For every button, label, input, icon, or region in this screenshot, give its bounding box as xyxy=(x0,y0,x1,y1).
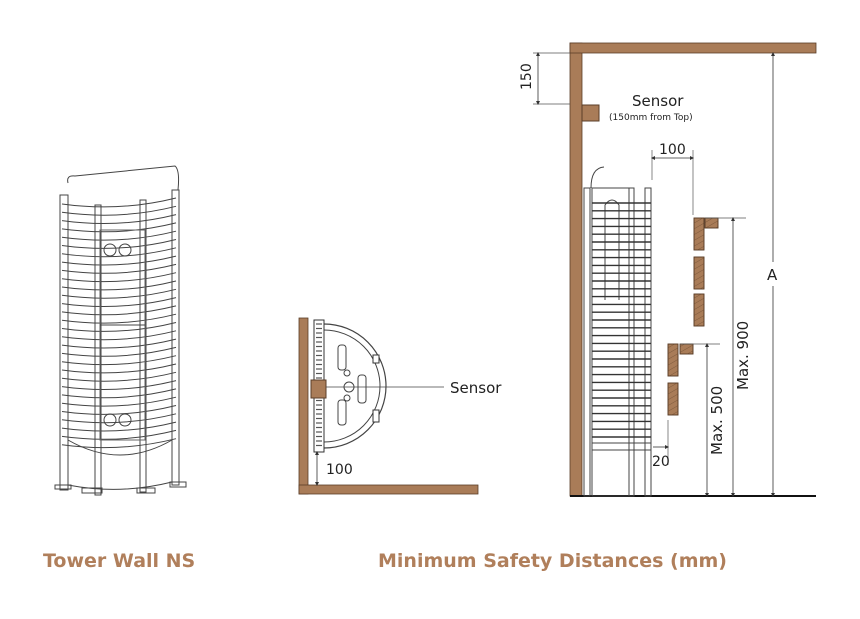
sensor-box-side xyxy=(581,104,600,122)
heater-bar xyxy=(61,247,177,258)
heater-side-view xyxy=(583,166,652,497)
heater-bar xyxy=(61,205,177,216)
heater-bar xyxy=(61,313,177,324)
heater-bar xyxy=(61,388,177,399)
heater-bar xyxy=(61,371,177,382)
max-500-label: Max. 500 xyxy=(708,386,726,455)
heater-bar xyxy=(61,255,177,266)
top-sensor-label: Sensor xyxy=(450,379,502,397)
heater-bar xyxy=(61,197,177,208)
tower-heater-illustration xyxy=(54,165,187,496)
heater-bar xyxy=(61,330,177,341)
heater-top-view xyxy=(323,323,387,449)
front-distance: 100 xyxy=(659,142,686,158)
side-wall xyxy=(569,42,583,497)
heater-bar xyxy=(61,396,177,407)
caption-tower-wall-ns: Tower Wall NS xyxy=(43,550,196,572)
heater-bar xyxy=(61,322,177,332)
ceiling xyxy=(569,42,817,54)
heater-bar xyxy=(61,421,177,432)
heater-bar xyxy=(61,363,177,374)
heater-bar xyxy=(61,280,177,291)
top-view-diagram: Sensor 100 xyxy=(298,317,502,495)
side-view-diagram: Sensor (150mm from Top) 150 100 xyxy=(519,42,817,497)
heater-bar xyxy=(61,297,177,308)
heater-bar xyxy=(61,272,177,283)
heater-bar xyxy=(61,222,177,233)
caption-safety-distances: Minimum Safety Distances (mm) xyxy=(378,550,727,572)
heater-bar xyxy=(61,263,177,274)
heater-bar xyxy=(61,355,177,366)
heater-bar xyxy=(61,230,177,241)
side-sensor-label: Sensor xyxy=(632,92,684,110)
sensor-box-top xyxy=(310,379,327,399)
heater-bar xyxy=(61,288,177,299)
side-sensor-note: (150mm from Top) xyxy=(609,113,693,123)
wall-left xyxy=(298,317,309,495)
heater-bar xyxy=(61,429,177,440)
height-a-label: A xyxy=(767,266,778,284)
heater-bar xyxy=(61,305,177,316)
heater-bar xyxy=(61,380,177,391)
heater-bar xyxy=(61,239,177,249)
side-gap: 20 xyxy=(652,454,670,470)
ceiling-distance: 150 xyxy=(519,63,535,90)
max-900-label: Max. 900 xyxy=(734,321,752,390)
floor-wall xyxy=(298,484,479,495)
heater-bar xyxy=(61,405,177,415)
heater-bar xyxy=(61,214,177,225)
heater-bar xyxy=(61,438,177,449)
heater-bar xyxy=(61,346,177,357)
wood-blocks xyxy=(667,217,719,416)
heater-bar xyxy=(61,338,177,349)
top-floor-distance: 100 xyxy=(326,462,353,478)
